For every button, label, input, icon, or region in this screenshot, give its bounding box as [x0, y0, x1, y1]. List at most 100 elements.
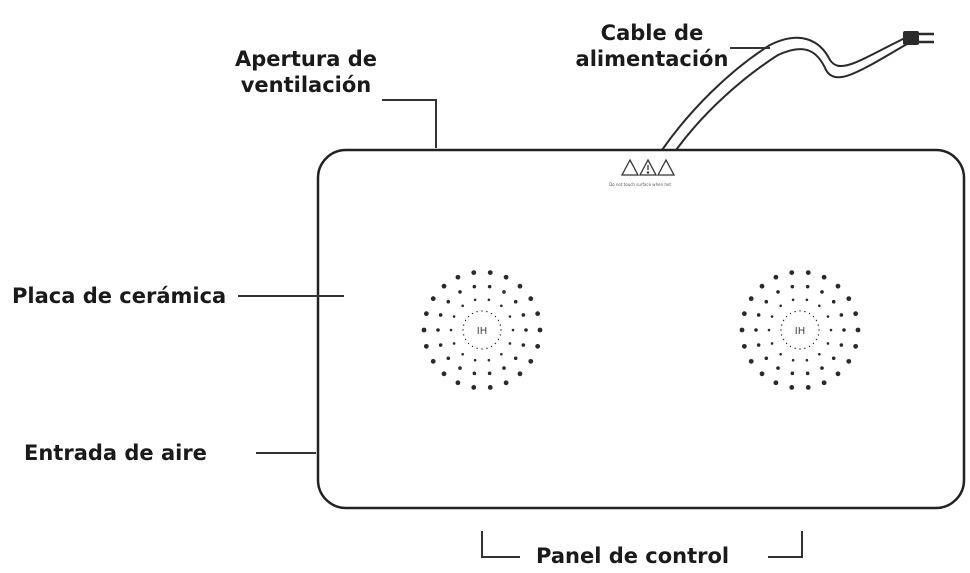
zone-dot [789, 270, 795, 275]
zone-dot [423, 311, 429, 317]
control-panel-label: Panel de control [536, 544, 730, 568]
zone-dot [497, 319, 500, 322]
zone-dot [430, 296, 436, 302]
plate-label: Placa de cerámica [12, 284, 227, 308]
zone-dot [808, 312, 811, 315]
zone-dot [471, 270, 477, 275]
zone-dot [812, 342, 815, 345]
cooking-zone: IH [421, 270, 543, 390]
zone-dot [754, 328, 758, 332]
zone-dot [818, 329, 820, 331]
zone-dot [756, 313, 761, 317]
cooktop-body [316, 148, 966, 510]
zone-dot [481, 310, 483, 312]
zone-dot [430, 358, 436, 364]
zone-dot [464, 338, 467, 341]
zone-dot [467, 315, 470, 318]
vent-label-line1: Apertura de [235, 47, 377, 71]
zone-dot [820, 366, 824, 370]
zone-dot [785, 342, 788, 345]
zone-dot [776, 290, 780, 294]
zone-dot [791, 358, 795, 362]
zone-dot [513, 356, 518, 361]
zone-dot [449, 328, 453, 332]
zone-dot [421, 327, 427, 333]
zone-dot [789, 312, 792, 315]
zone-dot [821, 380, 827, 386]
zone-dot [789, 385, 795, 390]
zone-dot [782, 338, 785, 341]
zone-dot [846, 296, 852, 302]
zone-dot [799, 348, 801, 350]
zone-dot [805, 385, 811, 390]
zone-dot [805, 358, 809, 362]
zone-dot [486, 310, 488, 313]
zone-dot [839, 343, 844, 347]
zone-dot [780, 324, 783, 326]
zone-dot [805, 371, 810, 376]
zone-dot [472, 371, 477, 376]
zone-dot [461, 304, 464, 308]
zone-dot [490, 312, 493, 315]
zone-dot [508, 342, 512, 345]
zone-dot [499, 324, 502, 326]
zone-dot [780, 329, 782, 331]
zone-dot [779, 352, 782, 356]
zone-dot [759, 371, 765, 377]
zone-dot [521, 343, 526, 347]
zone-dot [835, 371, 841, 377]
zone-dot [502, 366, 506, 370]
zone-dot [462, 324, 465, 326]
cooking-zones: IH IH [421, 270, 861, 390]
zone-dot [842, 328, 846, 332]
zone-dot [817, 324, 820, 326]
zone-dot [829, 328, 833, 332]
zone-dot [524, 328, 528, 332]
zone-dot [517, 283, 523, 289]
zone-dot [779, 304, 782, 308]
zone-dot [776, 366, 780, 370]
zone-dot [446, 356, 451, 361]
zone-dot [748, 358, 754, 364]
zone-dot [438, 343, 443, 347]
zone-dot [818, 352, 821, 356]
zone-dot [467, 342, 470, 345]
zone-dot [855, 327, 861, 333]
zone-dot [458, 366, 462, 370]
induction-mark: IH [795, 326, 805, 337]
zone-dot [476, 310, 478, 313]
zone-dot [462, 334, 465, 336]
zone-dot [481, 348, 483, 350]
zone-dot [785, 315, 788, 318]
zone-dot [535, 311, 541, 317]
zone-dot [462, 329, 464, 331]
cooking-zone: IH [739, 270, 861, 390]
zone-dot [513, 299, 518, 304]
zone-dot [821, 274, 827, 280]
warning-icons [620, 158, 676, 176]
zone-dot [511, 328, 515, 332]
zone-dot [473, 298, 477, 302]
zone-dot [835, 283, 841, 289]
zone-dot [815, 338, 818, 341]
zone-dot [471, 312, 474, 315]
zone-dot [528, 296, 534, 302]
zone-dot [826, 342, 830, 345]
zone-dot [537, 327, 543, 333]
cable-label-line2: alimentación [575, 47, 729, 71]
zone-dot [508, 315, 512, 318]
zone-dot [826, 315, 830, 318]
zone-dot [471, 385, 477, 390]
zone-dot [499, 334, 502, 336]
zone-dot [808, 345, 811, 348]
zone-dot [805, 284, 810, 289]
zone-dot [487, 358, 491, 362]
zone-dot [820, 290, 824, 294]
zone-dot [441, 283, 447, 289]
zone-dot [490, 345, 493, 348]
zone-dot [804, 347, 806, 350]
zone-dot [517, 371, 523, 377]
zone-dot [473, 358, 477, 362]
zone-dot [804, 310, 806, 313]
zone-dot [759, 283, 765, 289]
